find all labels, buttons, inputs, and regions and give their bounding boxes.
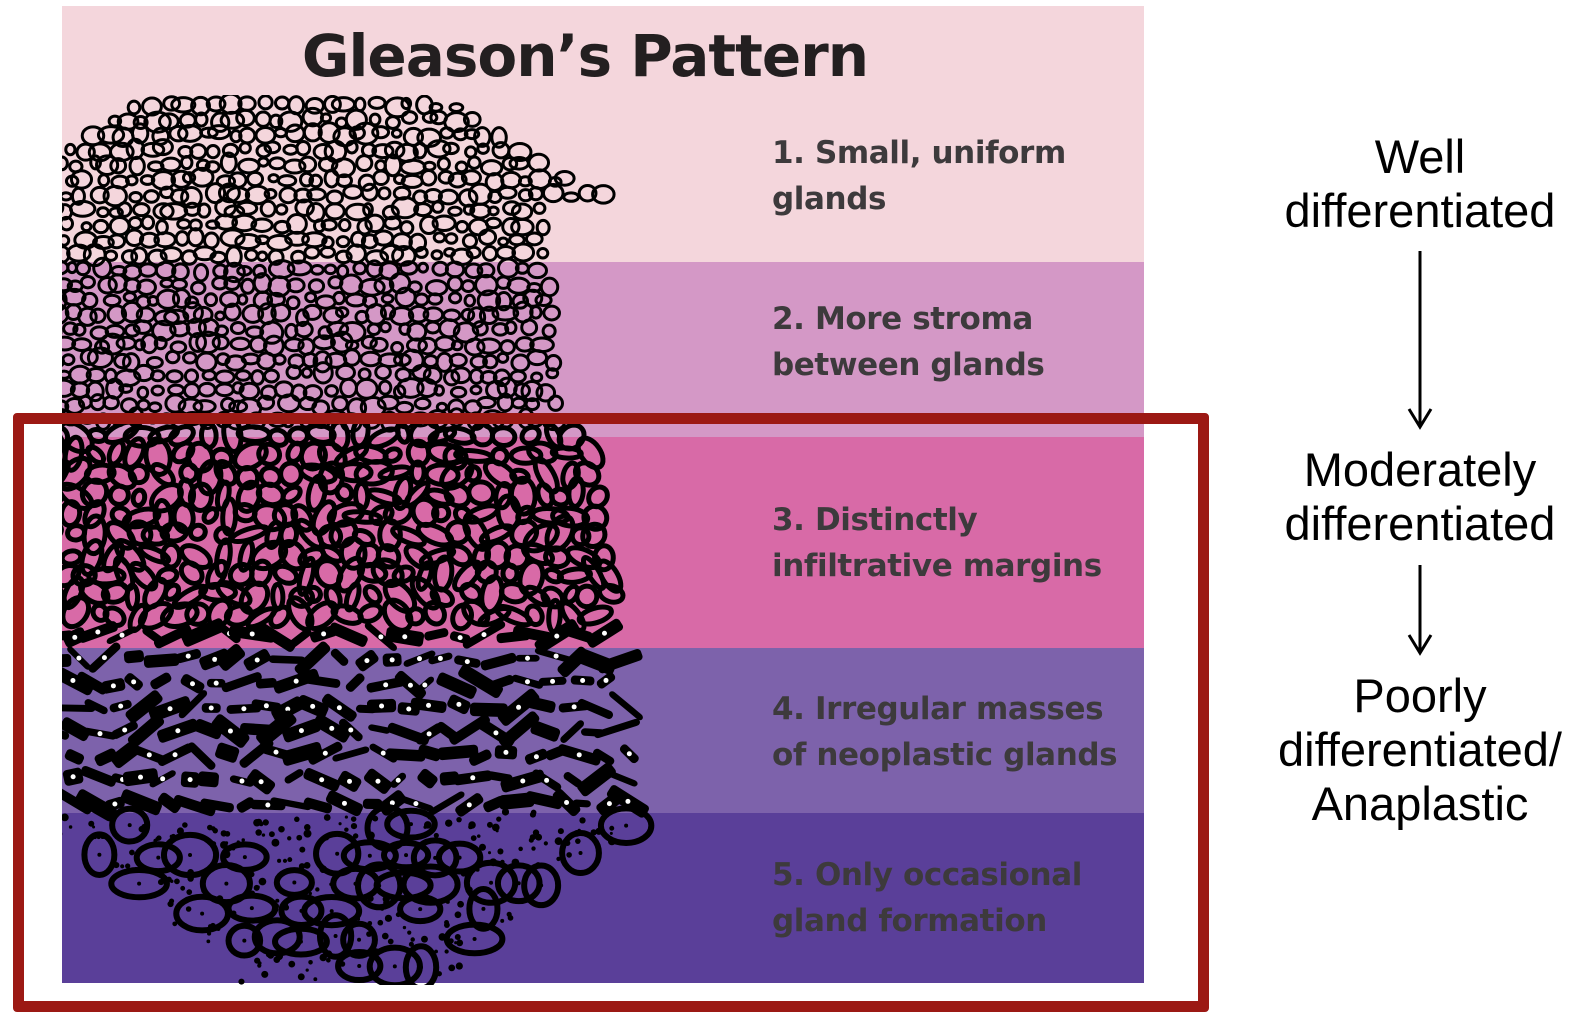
- differentiation-poor-line-2: differentiated/: [1260, 723, 1580, 777]
- pattern-label-2-line-1: 2. More stroma: [772, 296, 1142, 342]
- highlight-box: [13, 413, 1209, 1012]
- pattern-label-2-line-2: between glands: [772, 342, 1142, 388]
- pattern-label-1: 1. Small, uniform glands: [772, 130, 1142, 222]
- pattern-label-2: 2. More stroma between glands: [772, 296, 1142, 388]
- pattern-label-1-line-1: 1. Small, uniform: [772, 130, 1142, 176]
- differentiation-poor-line-1: Poorly: [1260, 669, 1580, 723]
- differentiation-moderate-line-2: differentiated: [1260, 497, 1580, 551]
- differentiation-well-line-2: differentiated: [1260, 184, 1580, 238]
- pattern-label-1-line-2: glands: [772, 176, 1142, 222]
- diagram-title: Gleason’s Pattern: [0, 22, 1170, 90]
- down-arrow-icon: [1405, 563, 1435, 658]
- differentiation-poor-line-3: Anaplastic: [1260, 777, 1580, 831]
- down-arrow-icon: [1405, 249, 1435, 434]
- differentiation-label-well: Well differentiated: [1260, 130, 1580, 238]
- differentiation-well-line-1: Well: [1260, 130, 1580, 184]
- differentiation-moderate-line-1: Moderately: [1260, 443, 1580, 497]
- differentiation-label-poor: Poorly differentiated/ Anaplastic: [1260, 669, 1580, 831]
- differentiation-label-moderate: Moderately differentiated: [1260, 443, 1580, 551]
